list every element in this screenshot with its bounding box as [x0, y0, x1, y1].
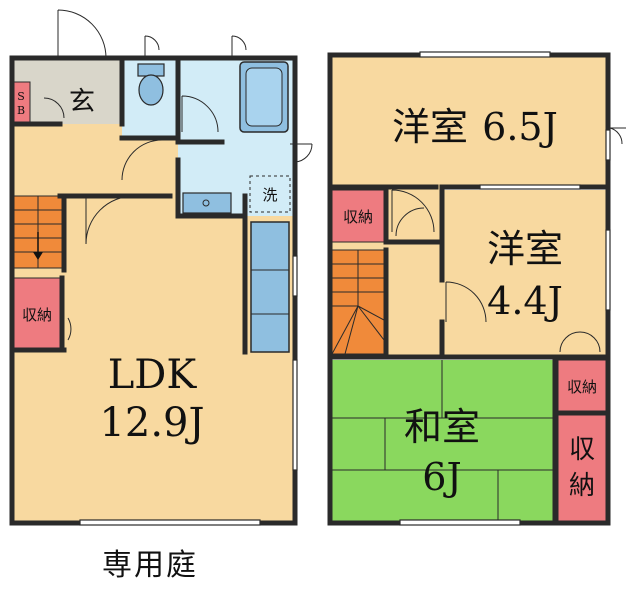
toilet-tank [137, 63, 165, 77]
ground-windows [79, 255, 298, 526]
basin-drain [202, 199, 210, 207]
storage-small-label: 収納 [567, 378, 597, 396]
western-large-name: 洋室 [392, 105, 468, 149]
ground-doors [43, 9, 313, 341]
genkan-label: 玄 [69, 87, 95, 117]
japanese-name: 和室 [404, 405, 480, 449]
western-large-size: 6.5J [482, 105, 558, 149]
upper-doors [391, 127, 626, 353]
wash-basin [182, 192, 232, 214]
upper-floor: 収納 収納 収 納 [327, 51, 626, 526]
garden-label: 専用庭 [102, 548, 198, 583]
shoe-box-label-b: B [17, 104, 25, 117]
japanese-size: 6J [422, 455, 461, 499]
toilet-bowl [138, 74, 164, 106]
western-small-room [442, 190, 608, 357]
bathtub-inner [245, 67, 283, 127]
storage-large [557, 414, 607, 522]
ldk-size: 12.9J [99, 400, 204, 446]
tatami-lines [330, 360, 555, 523]
storage-ground-label: 収納 [22, 306, 52, 324]
western-small-size: 4.4J [487, 279, 563, 323]
kitchen-counter [250, 221, 290, 353]
western-small-name: 洋室 [487, 227, 563, 271]
stairs-arrowhead-icon [33, 252, 43, 260]
shoe-box [11, 81, 31, 125]
washroom-label: 洗 [262, 186, 277, 204]
storage-large-label-2: 納 [569, 471, 595, 501]
storage-large-label-1: 収 [569, 435, 595, 465]
ldk-name: LDK [108, 352, 198, 398]
ground-floor: 洗 S B 玄 収納 LDK 12.9J [9, 9, 313, 526]
western-large-room [330, 55, 608, 187]
shoe-box-label-s: S [17, 90, 25, 103]
upper-windows [399, 51, 611, 526]
washer-spot [249, 175, 291, 213]
storage-upper-label: 収納 [343, 208, 373, 226]
